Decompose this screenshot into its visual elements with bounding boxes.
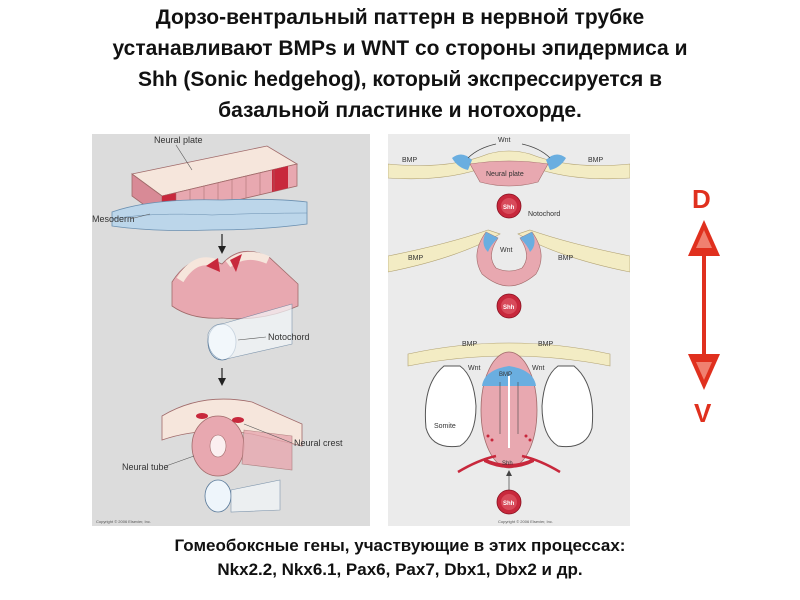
right-copyright: Copyright © 2006 Elsevier, Inc. — [498, 519, 553, 524]
caption: Гомеобоксные гены, участвующие в этих пр… — [0, 534, 800, 582]
label-notochord: Notochord — [268, 332, 310, 342]
neurulation-illustration: Neural plate Mesoderm Notochord — [92, 134, 370, 526]
label-shh-floorplate: Shh — [502, 461, 513, 467]
caption-line-1: Гомеобоксные гены, участвующие в этих пр… — [0, 534, 800, 558]
label-neural-plate-right: Neural plate — [486, 171, 524, 178]
left-copyright: Copyright © 2006 Elsevier, Inc. — [96, 519, 151, 524]
signaling-figure: Wnt BMP BMP Neural plate Shh Notochord B… — [388, 134, 630, 526]
label-neural-tube: Neural tube — [122, 462, 169, 472]
label-mesoderm: Mesoderm — [92, 214, 135, 224]
label-notochord-right: Notochord — [528, 211, 560, 218]
mesoderm-layer — [112, 199, 307, 230]
dorsoventral-axis-arrow — [682, 218, 726, 392]
slide-title: Дорзо-вентральный паттерн в нервной труб… — [0, 2, 800, 126]
neurulation-figure: Neural plate Mesoderm Notochord — [92, 134, 370, 526]
title-line-1: Дорзо-вентральный паттерн в нервной труб… — [0, 2, 800, 33]
label-wnt-mid: Wnt — [500, 247, 513, 254]
label-bmp-top-left: BMP — [402, 157, 418, 164]
label-wnt-top: Wnt — [498, 137, 511, 144]
signaling-illustration: Wnt BMP BMP Neural plate Shh Notochord B… — [388, 134, 630, 526]
stage-arrow — [218, 234, 226, 254]
label-bmp-bottom-right: BMP — [538, 341, 554, 348]
title-line-4: базальной пластинке и нотохорде. — [0, 95, 800, 126]
neural-fold-stage — [172, 251, 298, 360]
label-somite: Somite — [434, 423, 456, 430]
label-shh-2: Shh — [503, 305, 515, 311]
label-bmp-mid-left: BMP — [408, 255, 424, 262]
label-bmp-tube: BMP — [499, 372, 512, 378]
ventral-label: V — [694, 398, 711, 429]
label-wnt-bottom-left: Wnt — [468, 365, 481, 372]
title-line-3: Shh (Sonic hedgehog), который экспрессир… — [0, 64, 800, 95]
label-bmp-mid-right: BMP — [558, 255, 574, 262]
dorsal-label: D — [692, 184, 711, 215]
label-neural-crest: Neural crest — [294, 438, 343, 448]
label-shh-1: Shh — [503, 205, 515, 211]
neural-tube-stage — [162, 399, 302, 512]
label-neural-plate: Neural plate — [154, 135, 203, 145]
label-wnt-bottom-right: Wnt — [532, 365, 545, 372]
stage-arrow — [218, 368, 226, 386]
label-shh-3: Shh — [503, 501, 515, 507]
label-bmp-top-right: BMP — [588, 157, 604, 164]
caption-line-2: Nkx2.2, Nkx6.1, Pax6, Pax7, Dbx1, Dbx2 и… — [0, 558, 800, 582]
label-bmp-bottom-left: BMP — [462, 341, 478, 348]
title-line-2: устанавливают BMPs и WNT со стороны эпид… — [0, 33, 800, 64]
